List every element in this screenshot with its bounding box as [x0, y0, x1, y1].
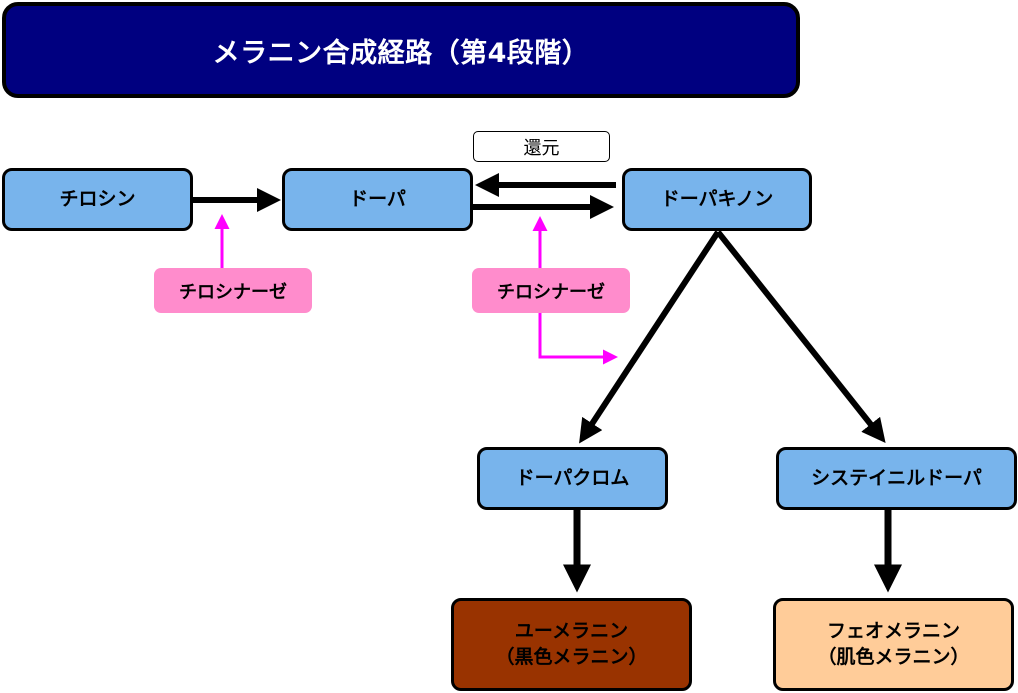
pheomelanin-label: フェオメラニン: [826, 619, 960, 642]
eumelanin-label: ユーメラニン: [514, 619, 629, 642]
arrow-dopaquinone-to-cysteinyldopa: [715, 230, 886, 444]
node-dopachrome: ドーパクロム: [477, 447, 668, 510]
node-dopaquinone: ドーパキノン: [622, 168, 812, 231]
reduction-label: 還元: [473, 131, 610, 162]
enzyme-arrow-2-right: [538, 313, 618, 365]
node-pheomelanin: フェオメラニン （肌色メラニン）: [773, 598, 1014, 691]
node-dopa: ドーパ: [282, 168, 473, 231]
diagram-title: メラニン合成経路（第4段階）: [2, 2, 800, 98]
enzyme-tyrosinase-1: チロシナーゼ: [154, 268, 312, 313]
node-eumelanin: ユーメラニン （黒色メラニン）: [451, 598, 692, 691]
arrow-dopaquinone-to-dopachrome: [579, 230, 721, 444]
node-tyrosine: チロシン: [2, 168, 193, 231]
eumelanin-sublabel: （黒色メラニン）: [495, 645, 648, 668]
node-cysteinyldopa: システイニルドーパ: [776, 447, 1017, 510]
enzyme-tyrosinase-2: チロシナーゼ: [472, 268, 630, 313]
pheomelanin-sublabel: （肌色メラニン）: [817, 645, 970, 668]
